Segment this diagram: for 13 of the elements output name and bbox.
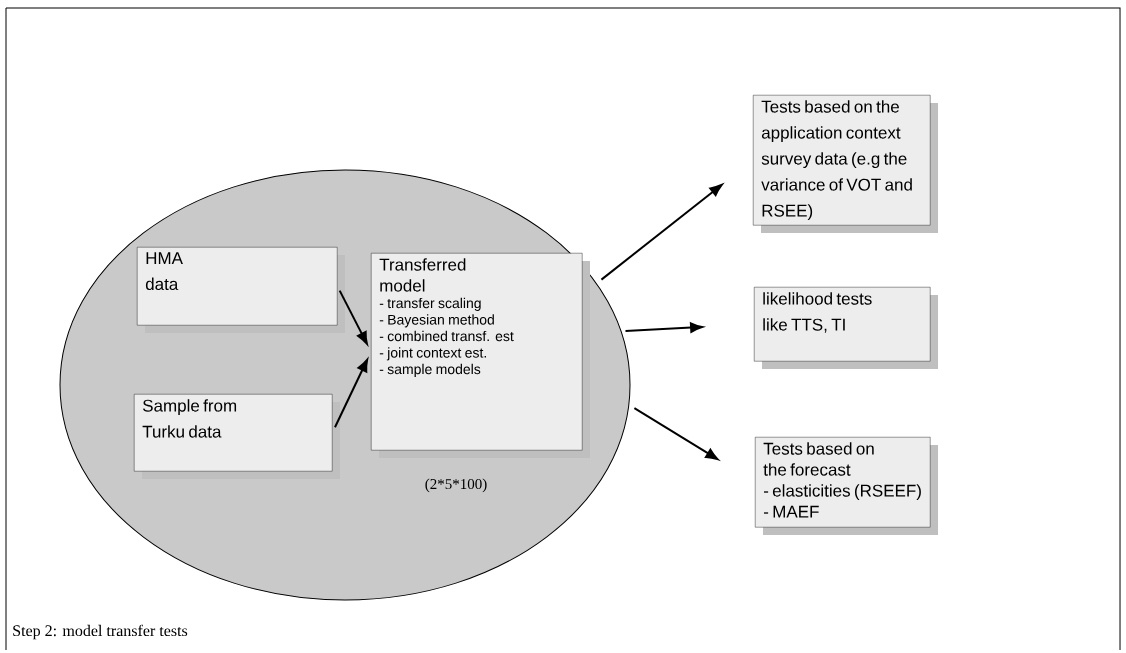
text-box: Tests based on the application context survey data (e.g the variance of VOT and RSEE) bbox=[753, 95, 938, 233]
text-box: HMA data bbox=[137, 247, 345, 333]
arrow bbox=[624, 322, 703, 333]
node-caption: (2*5*100) bbox=[425, 478, 487, 493]
text-box: Tests based on the forecast - elasticities (RSEEF) - MAEF bbox=[755, 437, 938, 535]
caption: Step 2: model transfer tests bbox=[13, 624, 188, 640]
arrow bbox=[338, 289, 368, 345]
arrow bbox=[633, 407, 719, 461]
arrow bbox=[334, 358, 369, 429]
text-box: Transferred model - transfer scaling - Bayesian method - combined transf. est - joint context est. - sample models bbox=[371, 253, 590, 458]
text-box: likelihood tests like TTS, TI bbox=[754, 287, 938, 369]
text-box: Sample from Turku data bbox=[134, 394, 340, 479]
arrow bbox=[600, 184, 723, 281]
